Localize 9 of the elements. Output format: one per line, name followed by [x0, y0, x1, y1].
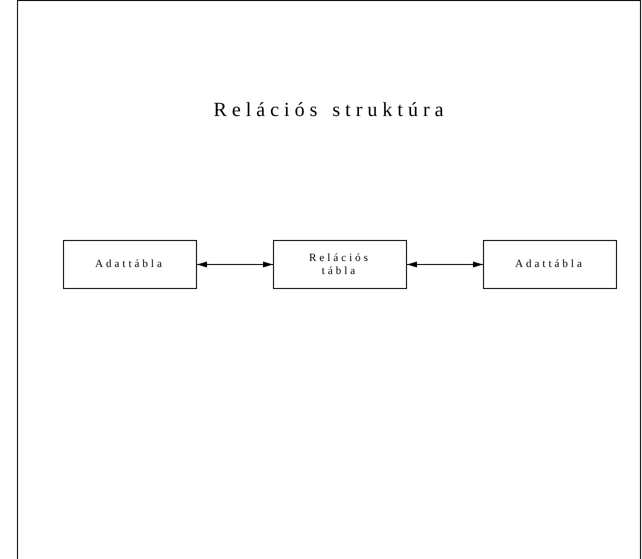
double-arrow [196, 262, 274, 268]
box-label: Relációs tábla [308, 252, 372, 278]
box-label: Adattábla [514, 258, 586, 271]
table-box [273, 240, 407, 289]
diagram-title: Relációs struktúra [212, 99, 450, 122]
double-arrow [406, 262, 484, 268]
box-label: Adattábla [94, 258, 166, 271]
table-box [483, 240, 617, 289]
table-box [63, 240, 197, 289]
